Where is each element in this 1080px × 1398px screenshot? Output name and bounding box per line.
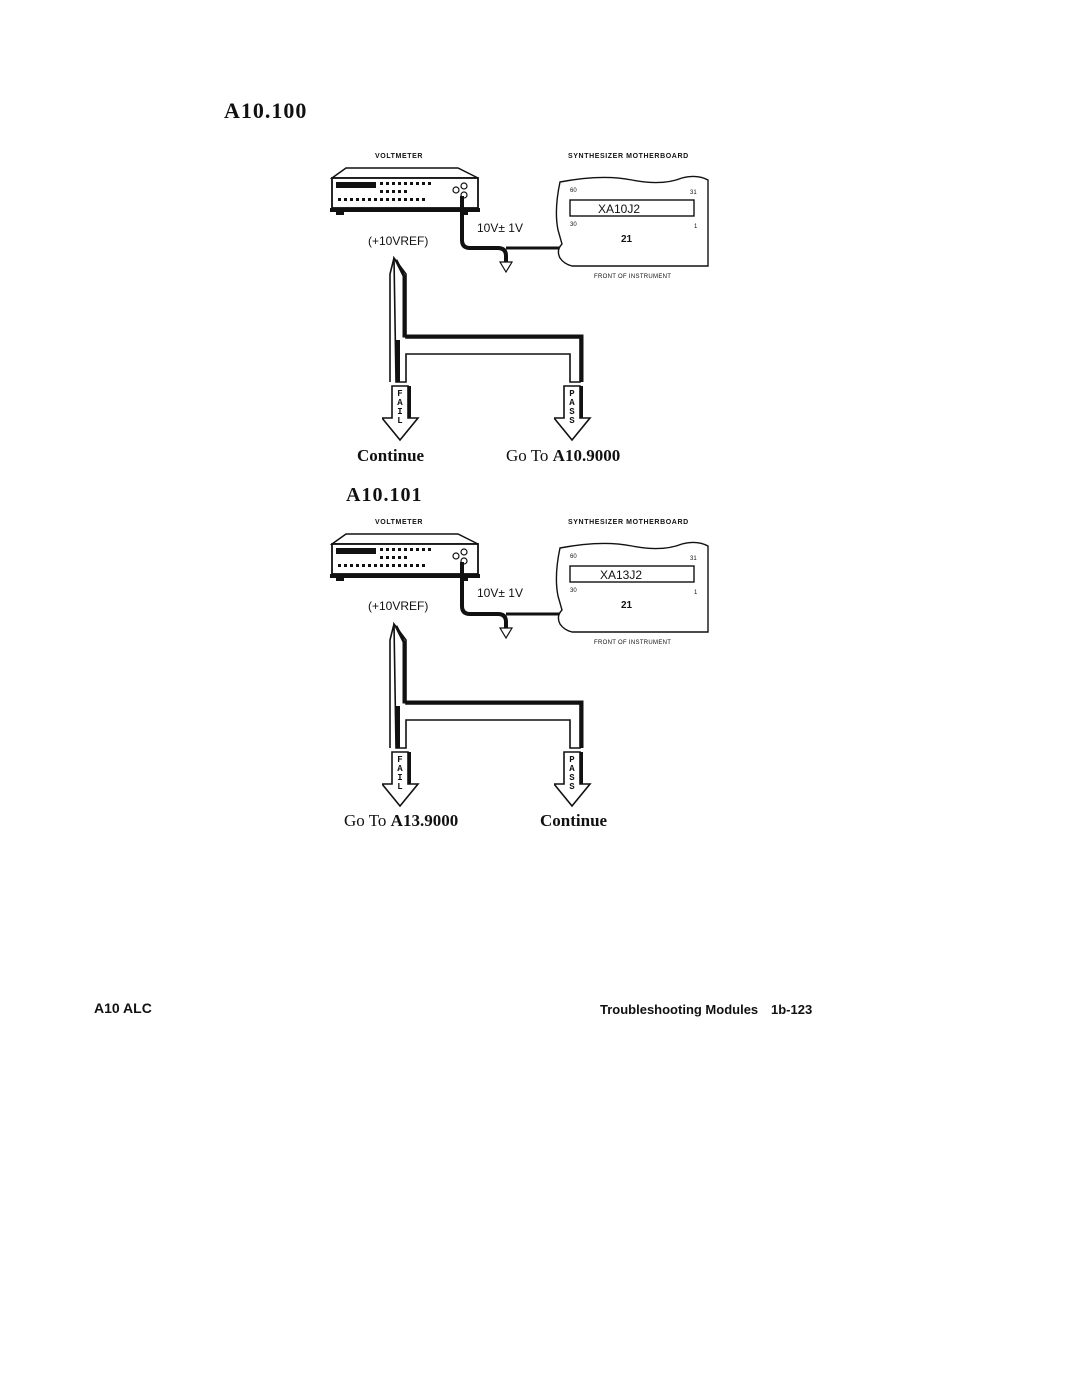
pass-letter: S [569,782,575,792]
fail-outcome-prefix: Go To [344,811,391,830]
footer-title: Troubleshooting Modules [600,1002,759,1017]
reading-label: 10V± 1V [477,586,523,600]
fail-letter: L [397,416,403,426]
pass-outcome[interactable]: Go To A10.9000 [506,446,620,466]
voltmeter-icon [329,167,480,215]
fail-letter: F [397,755,403,765]
pass-letters: P A S S [566,390,578,426]
motherboard-icon [555,175,709,267]
fail-arrow-icon [382,385,420,442]
motherboard-label: SYNTHESIZER MOTHERBOARD [568,153,689,160]
front-label: FRONT OF INSTRUMENT [594,274,672,280]
fail-letters: F A I L [394,390,406,426]
connector-label: XA13J2 [600,568,643,582]
pass-letter: S [569,773,575,783]
pass-outcome-target: A10.9000 [552,446,621,465]
pin-30: 30 [570,222,577,228]
ref-label: (+10VREF) [368,234,429,248]
fail-outcome[interactable]: Continue [357,446,424,466]
fail-letter: I [397,773,403,783]
pin-31: 31 [690,556,697,562]
pin-31: 31 [690,190,697,196]
motherboard-label: SYNTHESIZER MOTHERBOARD [568,519,689,526]
pass-letter: A [569,764,575,774]
voltmeter-label: VOLTMETER [375,519,424,526]
pin-60: 60 [570,188,577,194]
fail-outcome-target: Continue [357,446,425,465]
reading-label: 10V± 1V [477,221,523,235]
pin-60: 60 [570,554,577,560]
pass-letter: S [569,416,575,426]
pass-letter: P [569,755,575,765]
pin-1: 1 [694,590,698,596]
fail-outcome[interactable]: Go To A13.9000 [344,811,458,831]
pass-outcome-prefix: Go To [506,446,553,465]
fail-letter: A [397,764,403,774]
fail-letter: I [397,407,403,417]
pin-21: 21 [621,234,633,245]
fail-letter: F [397,389,403,399]
pass-letter: A [569,398,575,408]
pass-outcome[interactable]: Continue [540,811,607,831]
pass-letter: S [569,407,575,417]
fail-letter: A [397,398,403,408]
test-diagram: VOLTMETER SYNTHESIZER MOTHERBOARD 10V± 1… [320,148,720,442]
fail-letters: F A I L [394,756,406,792]
ref-label: (+10VREF) [368,599,429,613]
page-number: 1b-123 [771,1002,813,1017]
flow-arrows [389,622,584,749]
pin-30: 30 [570,588,577,594]
motherboard-icon [555,541,709,633]
fail-letter: L [397,782,403,792]
front-label: FRONT OF INSTRUMENT [594,640,672,646]
fail-arrow-icon [382,751,420,808]
test-title: A10.100 [224,98,308,123]
pass-arrow-icon [554,751,592,808]
connector-label: XA10J2 [598,202,641,216]
flow-arrows [389,256,584,383]
footer-section: A10 ALC [94,1000,152,1016]
voltmeter-icon [329,533,480,581]
voltmeter-label: VOLTMETER [375,153,424,160]
pin-21: 21 [621,600,633,611]
test-title: A10.101 [346,484,423,506]
pass-letter: P [569,389,575,399]
pass-arrow-icon [554,385,592,442]
test-diagram: VOLTMETER SYNTHESIZER MOTHERBOARD 10V± 1… [320,514,720,808]
fail-outcome-target: A13.9000 [390,811,459,830]
pass-outcome-target: Continue [540,811,608,830]
pass-letters: P A S S [566,756,578,792]
pin-1: 1 [694,224,698,230]
